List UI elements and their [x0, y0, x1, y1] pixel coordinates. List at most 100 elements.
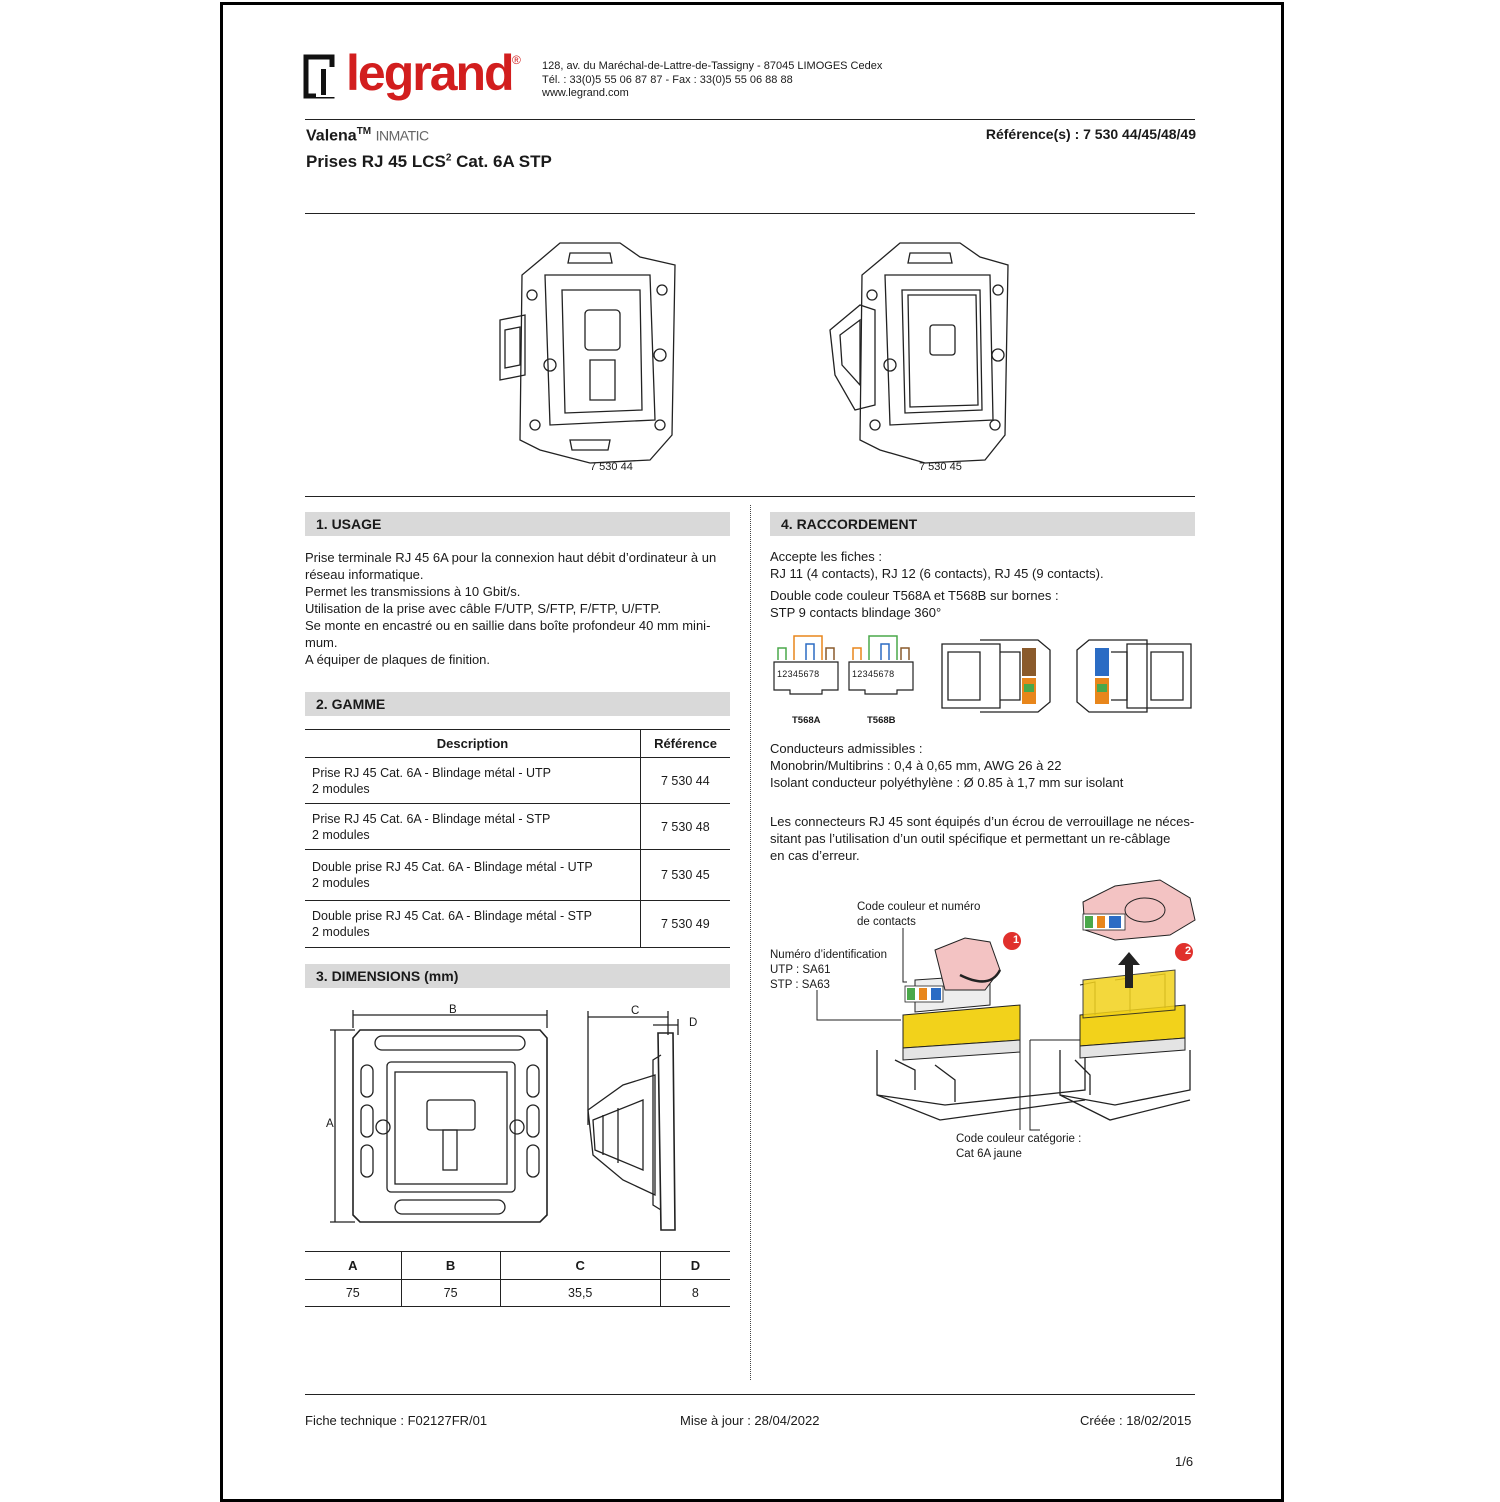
- product-caption-single: 7 530 44: [590, 461, 633, 473]
- connector-top-view-a: [941, 639, 1051, 713]
- row-description: Double prise RJ 45 Cat. 6A - Blindage mé…: [305, 900, 641, 948]
- footer-divider: [305, 1394, 1195, 1395]
- table-row: Prise RJ 45 Cat. 6A - Blindage métal - U…: [305, 757, 730, 804]
- product-image-double-socket: [829, 242, 1009, 464]
- conducteurs-line: Monobrin/Multibrins : 0,4 à 0,65 mm, AWG…: [770, 758, 1062, 773]
- product-line-sub: INMATIC: [375, 127, 430, 144]
- gamme-table: Description Référence Prise RJ 45 Cat. 6…: [305, 729, 730, 948]
- code-line: STP 9 contacts blindage 360°: [770, 605, 942, 620]
- paragraph-line: Les connecteurs RJ 45 sont équipés d’un …: [770, 814, 1195, 829]
- fiches-list: RJ 11 (4 contacts), RJ 12 (6 contacts), …: [770, 566, 1104, 581]
- fiches-title: Accepte les fiches :: [770, 549, 882, 564]
- dim-header-b: B: [400, 1251, 501, 1280]
- gamme-header-row: Description Référence: [305, 729, 730, 758]
- dim-header-c: C: [499, 1251, 661, 1280]
- row-description: Prise RJ 45 Cat. 6A - Blindage métal - U…: [305, 757, 641, 804]
- col-reference: Référence: [640, 729, 730, 758]
- desc-line: Prise RJ 45 Cat. 6A - Blindage métal - S…: [312, 811, 551, 826]
- dim-label-b: B: [449, 1004, 457, 1016]
- usage-line: Permet les transmissions à 10 Gbit/s.: [305, 584, 521, 599]
- connector-top-view-b: [1076, 639, 1192, 713]
- dim-value-a: 75: [305, 1279, 402, 1307]
- usage-text: Prise terminale RJ 45 6A pour la connexi…: [305, 549, 716, 668]
- callout-code-couleur: Code couleur et numéro de contacts: [857, 900, 980, 930]
- dim-header-d: D: [659, 1251, 730, 1280]
- references: Référence(s) : 7 530 44/45/48/49: [985, 126, 1196, 142]
- t568b-wiring-icon: [848, 635, 914, 695]
- usage-line: Prise terminale RJ 45 6A pour la connexi…: [305, 550, 717, 565]
- section-dimensions-heading: 3. DIMENSIONS (mm): [305, 964, 730, 988]
- brand-registered-mark: ®: [512, 53, 521, 67]
- step-2-badge: 2: [1184, 945, 1192, 957]
- dims-value-row: 75 75 35,5 8: [305, 1279, 730, 1307]
- section-gamme-heading: 2. GAMME: [305, 692, 730, 716]
- callout-line: UTP : SA61: [770, 964, 831, 976]
- t568a-label: T568A: [792, 715, 821, 726]
- footer-fiche: Fiche technique : F02127FR/01: [305, 1413, 488, 1428]
- conducteurs-text: Conducteurs admissibles : Monobrin/Multi…: [770, 740, 1123, 791]
- page-number: 1/6: [1175, 1454, 1194, 1469]
- conducteurs-line: Isolant conducteur polyéthylène : Ø 0.85…: [770, 775, 1124, 790]
- t568b-pins: 12345678: [852, 669, 895, 679]
- dimension-drawing-side: [587, 1011, 679, 1231]
- t568a-pins: 12345678: [777, 669, 820, 679]
- desc-line: Double prise RJ 45 Cat. 6A - Blindage mé…: [312, 860, 593, 874]
- callout-line: Code couleur catégorie :: [956, 1133, 1082, 1145]
- usage-line: A équiper de plaques de finition.: [305, 652, 491, 667]
- row-reference: 7 530 49: [640, 900, 730, 948]
- dim-label-c: C: [631, 1005, 640, 1017]
- usage-line: mum.: [305, 635, 338, 650]
- trademark: TM: [356, 126, 372, 137]
- header-divider: [305, 119, 1195, 120]
- callout-line: Cat 6A jaune: [956, 1148, 1022, 1160]
- dim-value-b: 75: [400, 1279, 501, 1307]
- dimensions-table: A B C D 75 75 35,5 8: [305, 1251, 730, 1307]
- product-line: ValenaTM INMATIC: [306, 126, 429, 145]
- t568a-wiring-icon: [773, 635, 839, 695]
- paragraph-line: sitant pas l’utilisation d’un outil spéc…: [770, 831, 1171, 846]
- title-divider: [305, 213, 1195, 214]
- callout-identification: Numéro d’identification UTP : SA61 STP :…: [770, 948, 887, 993]
- table-row: Double prise RJ 45 Cat. 6A - Blindage mé…: [305, 900, 730, 948]
- dim-label-a: A: [326, 1118, 334, 1130]
- col-description: Description: [305, 729, 641, 758]
- product-caption-double: 7 530 45: [919, 461, 962, 473]
- dims-header-row: A B C D: [305, 1251, 730, 1280]
- product-image-single-socket: [499, 242, 676, 464]
- title-main: Prises RJ 45 LCS: [306, 152, 446, 171]
- desc-modules: 2 modules: [312, 925, 370, 939]
- desc-modules: 2 modules: [312, 827, 370, 842]
- dim-value-c: 35,5: [499, 1279, 661, 1307]
- callout-line: Code couleur et numéro: [857, 901, 981, 913]
- dimension-drawing-front: [330, 1010, 548, 1223]
- brand-logo-text: legrand: [346, 45, 515, 101]
- usage-line: Se monte en encastré ou en saillie dans …: [305, 618, 711, 633]
- desc-line: Double prise RJ 45 Cat. 6A - Blindage mé…: [312, 909, 592, 923]
- usage-line: réseau informatique.: [305, 567, 424, 582]
- callout-line: de contacts: [857, 916, 916, 928]
- table-row: Double prise RJ 45 Cat. 6A - Blindage mé…: [305, 849, 730, 901]
- paragraph-line: en cas d’erreur.: [770, 848, 860, 863]
- fiches-text: Accepte les fiches : RJ 11 (4 contacts),…: [770, 548, 1104, 582]
- row-description: Prise RJ 45 Cat. 6A - Blindage métal - S…: [305, 803, 641, 850]
- conducteurs-title: Conducteurs admissibles :: [770, 741, 923, 756]
- row-description: Double prise RJ 45 Cat. 6A - Blindage mé…: [305, 849, 641, 901]
- code-line: Double code couleur T568A et T568B sur b…: [770, 588, 1059, 603]
- column-separator: [750, 505, 751, 1380]
- dim-label-d: D: [689, 1017, 698, 1029]
- row-reference: 7 530 44: [640, 757, 730, 804]
- desc-modules: 2 modules: [312, 781, 370, 796]
- ecrou-paragraph: Les connecteurs RJ 45 sont équipés d’un …: [770, 813, 1194, 864]
- dim-header-a: A: [305, 1251, 402, 1280]
- table-row: Prise RJ 45 Cat. 6A - Blindage métal - S…: [305, 803, 730, 850]
- row-reference: 7 530 48: [640, 803, 730, 850]
- callout-categorie: Code couleur catégorie : Cat 6A jaune: [956, 1132, 1081, 1162]
- images-divider: [305, 496, 1195, 497]
- footer-creee: Créée : 18/02/2015: [1080, 1413, 1192, 1428]
- code-text: Double code couleur T568A et T568B sur b…: [770, 587, 1059, 621]
- t568b-label: T568B: [867, 715, 896, 726]
- title-superscript: 2: [445, 152, 452, 164]
- company-address: 128, av. du Maréchal-de-Lattre-de-Tassig…: [542, 60, 882, 101]
- usage-line: Utilisation de la prise avec câble F/UTP…: [305, 601, 661, 616]
- product-line-name: Valena: [306, 127, 357, 145]
